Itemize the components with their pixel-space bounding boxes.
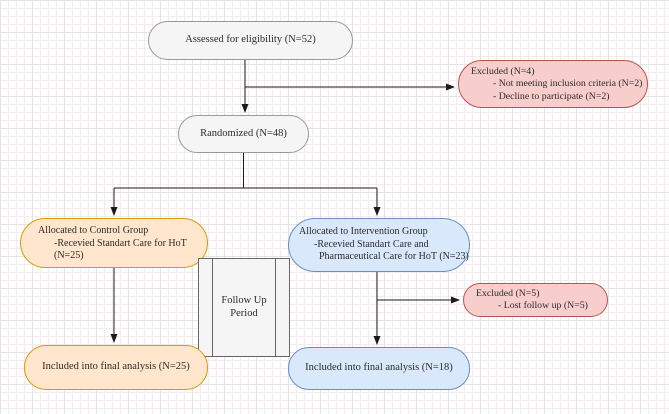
included-intervention-label: Included into final analysis (N=18) — [305, 362, 453, 374]
excluded-top-line-1: Excluded (N=4) — [471, 66, 535, 77]
excluded-mid-line-1: Excluded (N=5) — [476, 288, 540, 299]
excluded-mid-line-2: - Lost follow up (N=5) — [498, 300, 588, 312]
allocated-control-line-1: Allocated to Control Group — [38, 225, 149, 236]
included-final-analysis-control-box: Included into final analysis (N=25) — [24, 345, 208, 390]
follow-up-period-box: Follow Up Period — [198, 258, 290, 357]
follow-up-label: Follow Up Period — [221, 295, 266, 320]
allocated-control-group-box: Allocated to Control Group -Recevied Sta… — [20, 218, 208, 268]
process-inner-line-right — [275, 259, 276, 356]
follow-up-line-1: Follow Up — [221, 295, 267, 306]
allocated-intervention-line-1: Allocated to Intervention Group — [299, 226, 428, 237]
allocated-control-line-2: -Recevied Standart Care for HoT — [54, 237, 187, 249]
excluded-top-line-3: - Decline to participate (N=2) — [493, 90, 610, 102]
process-inner-line-left — [212, 259, 213, 356]
randomized-box: Randomized (N=48) — [178, 115, 309, 153]
randomized-label: Randomized (N=48) — [200, 127, 287, 139]
included-final-analysis-intervention-box: Included into final analysis (N=18) — [288, 347, 470, 390]
assessed-eligibility-box: Assessed for eligibility (N=52) — [148, 21, 353, 60]
excluded-lost-followup-box: Excluded (N=5) - Lost follow up (N=5) — [463, 283, 608, 317]
allocated-control-line-3: (N=25) — [54, 250, 84, 261]
excluded-after-eligibility-box: Excluded (N=4) - Not meeting inclusion c… — [458, 60, 648, 108]
allocated-intervention-line-2: -Recevied Standart Care and — [314, 238, 429, 250]
excluded-top-line-2: - Not meeting inclusion criteria (N=2) — [493, 78, 643, 90]
included-control-label: Included into final analysis (N=25) — [42, 361, 190, 373]
follow-up-line-2: Period — [230, 307, 258, 319]
allocated-intervention-line-3: Pharmaceutical Care for HoT (N=23) — [319, 251, 469, 262]
allocated-intervention-group-box: Allocated to Intervention Group -Recevie… — [288, 218, 470, 272]
assessed-eligibility-label: Assessed for eligibility (N=52) — [185, 34, 316, 46]
